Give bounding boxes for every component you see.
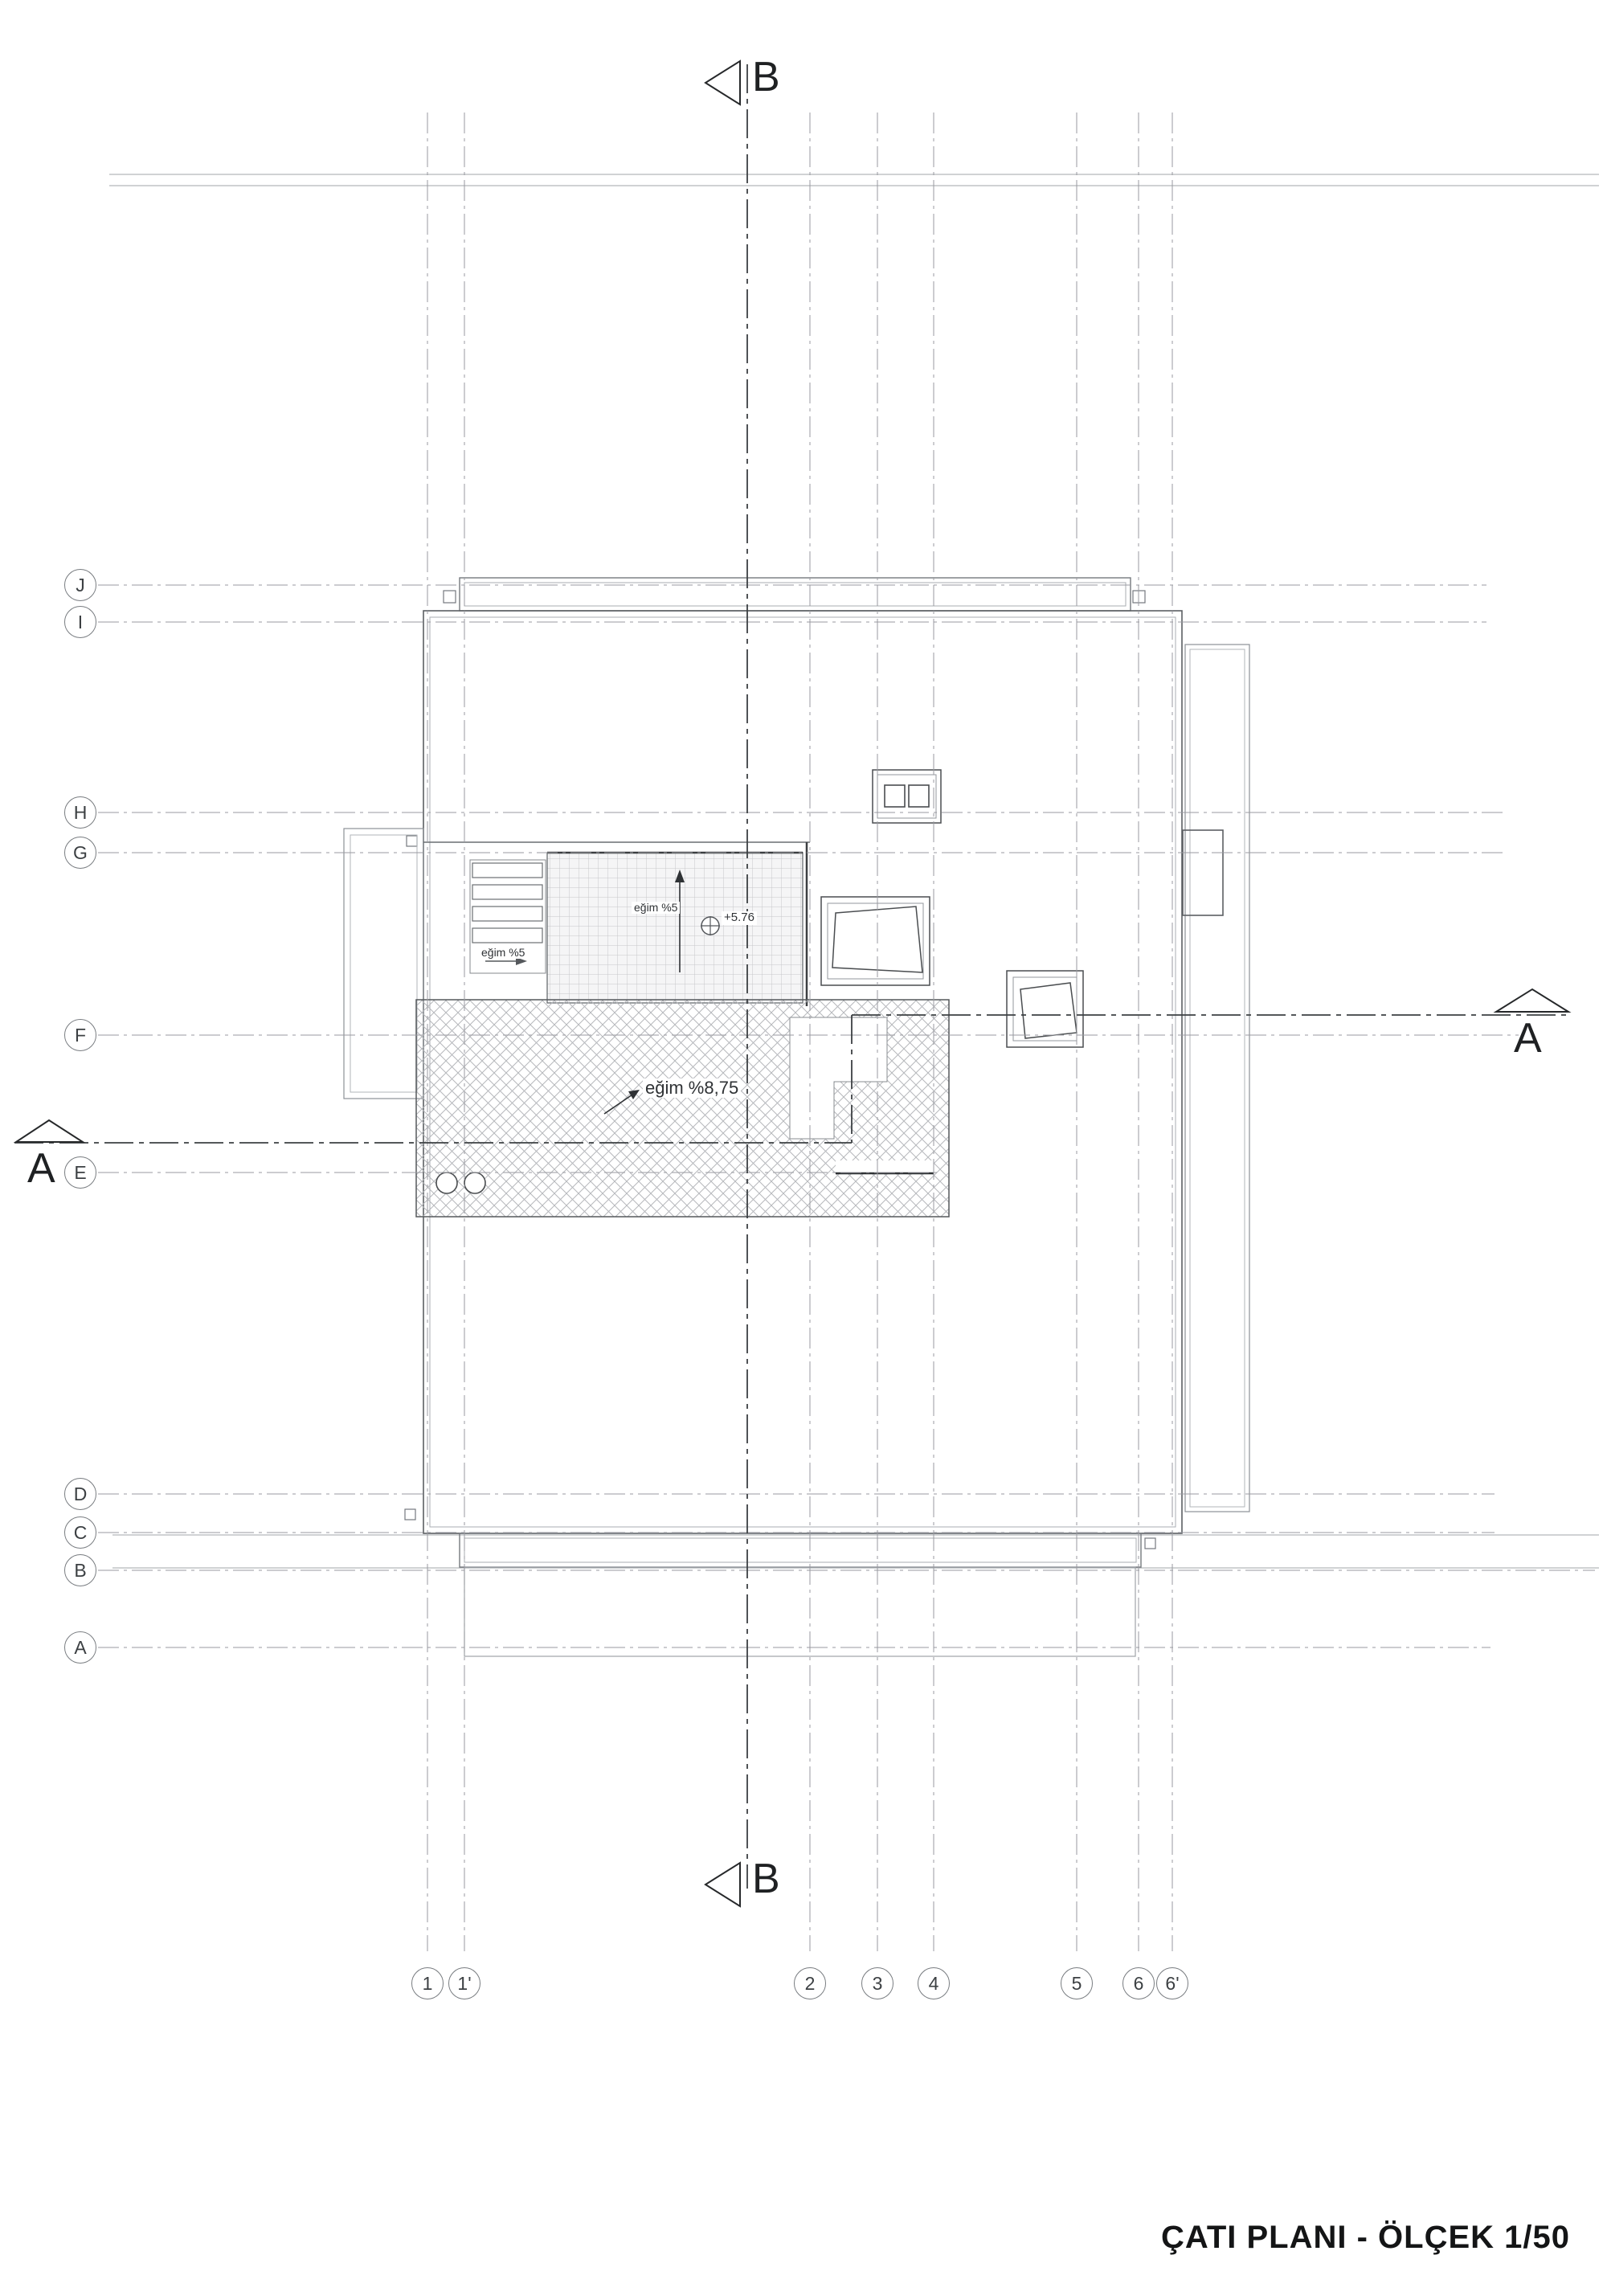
grid-col-bubble-2: 2 [794, 1967, 826, 1999]
skylight-large [820, 896, 930, 986]
grid-row-bubble-g: G [64, 837, 96, 869]
hatched-roof [415, 999, 950, 1218]
grid-col-bubble-1: 1 [411, 1967, 444, 1999]
section-lines [14, 64, 1567, 1889]
sheet-edge-lines [109, 174, 1599, 1569]
slope-arrowhead [675, 870, 685, 882]
section-a-left-arrow [13, 1119, 86, 1143]
grid-col-bubble-6p: 6' [1156, 1967, 1188, 1999]
section-a-right-arrow [1493, 988, 1572, 1013]
section-a-left-label: A [27, 1145, 55, 1192]
skylight-small [1006, 970, 1084, 1048]
grid-col-bubble-5: 5 [1061, 1967, 1093, 1999]
grid-col-bubble-4: 4 [918, 1967, 950, 1999]
grid-col-bubble-1p: 1' [448, 1967, 480, 1999]
roof-vent [872, 769, 942, 824]
section-b-top-label: B [752, 54, 780, 100]
grid-lines [98, 113, 1595, 1951]
tiled-roof-area [423, 841, 810, 1006]
section-marker-triangles [13, 59, 1572, 1908]
drawing-title: ÇATI PLANI - ÖLÇEK 1/50 [1161, 2220, 1570, 2255]
grid-row-bubble-c: C [64, 1516, 96, 1549]
section-b-bottom-label: B [752, 1856, 780, 1902]
grid-row-bubble-d: D [64, 1478, 96, 1510]
grid-row-bubble-f: F [64, 1019, 96, 1051]
label-slope-left: eğim %5 [479, 946, 528, 960]
grid-row-bubble-i: I [64, 606, 96, 638]
grid-col-bubble-3: 3 [861, 1967, 893, 1999]
section-b-bottom-arrow [704, 1861, 741, 1908]
label-slope-main: eğim %8,75 [643, 1078, 742, 1099]
annotation-symbols [485, 870, 720, 1115]
grid-col-bubble-6: 6 [1122, 1967, 1155, 1999]
grid-row-bubble-h: H [64, 796, 96, 829]
grid-row-bubble-a: A [64, 1631, 96, 1664]
grid-row-bubble-e: E [64, 1156, 96, 1189]
section-a-right-label: A [1514, 1015, 1542, 1062]
label-slope-mid: eğim %5 [632, 901, 681, 915]
grid-row-bubble-j: J [64, 569, 96, 601]
grid-row-bubble-b: B [64, 1554, 96, 1586]
label-elevation: +5.76 [722, 911, 757, 925]
section-b-top-arrow [704, 59, 741, 106]
